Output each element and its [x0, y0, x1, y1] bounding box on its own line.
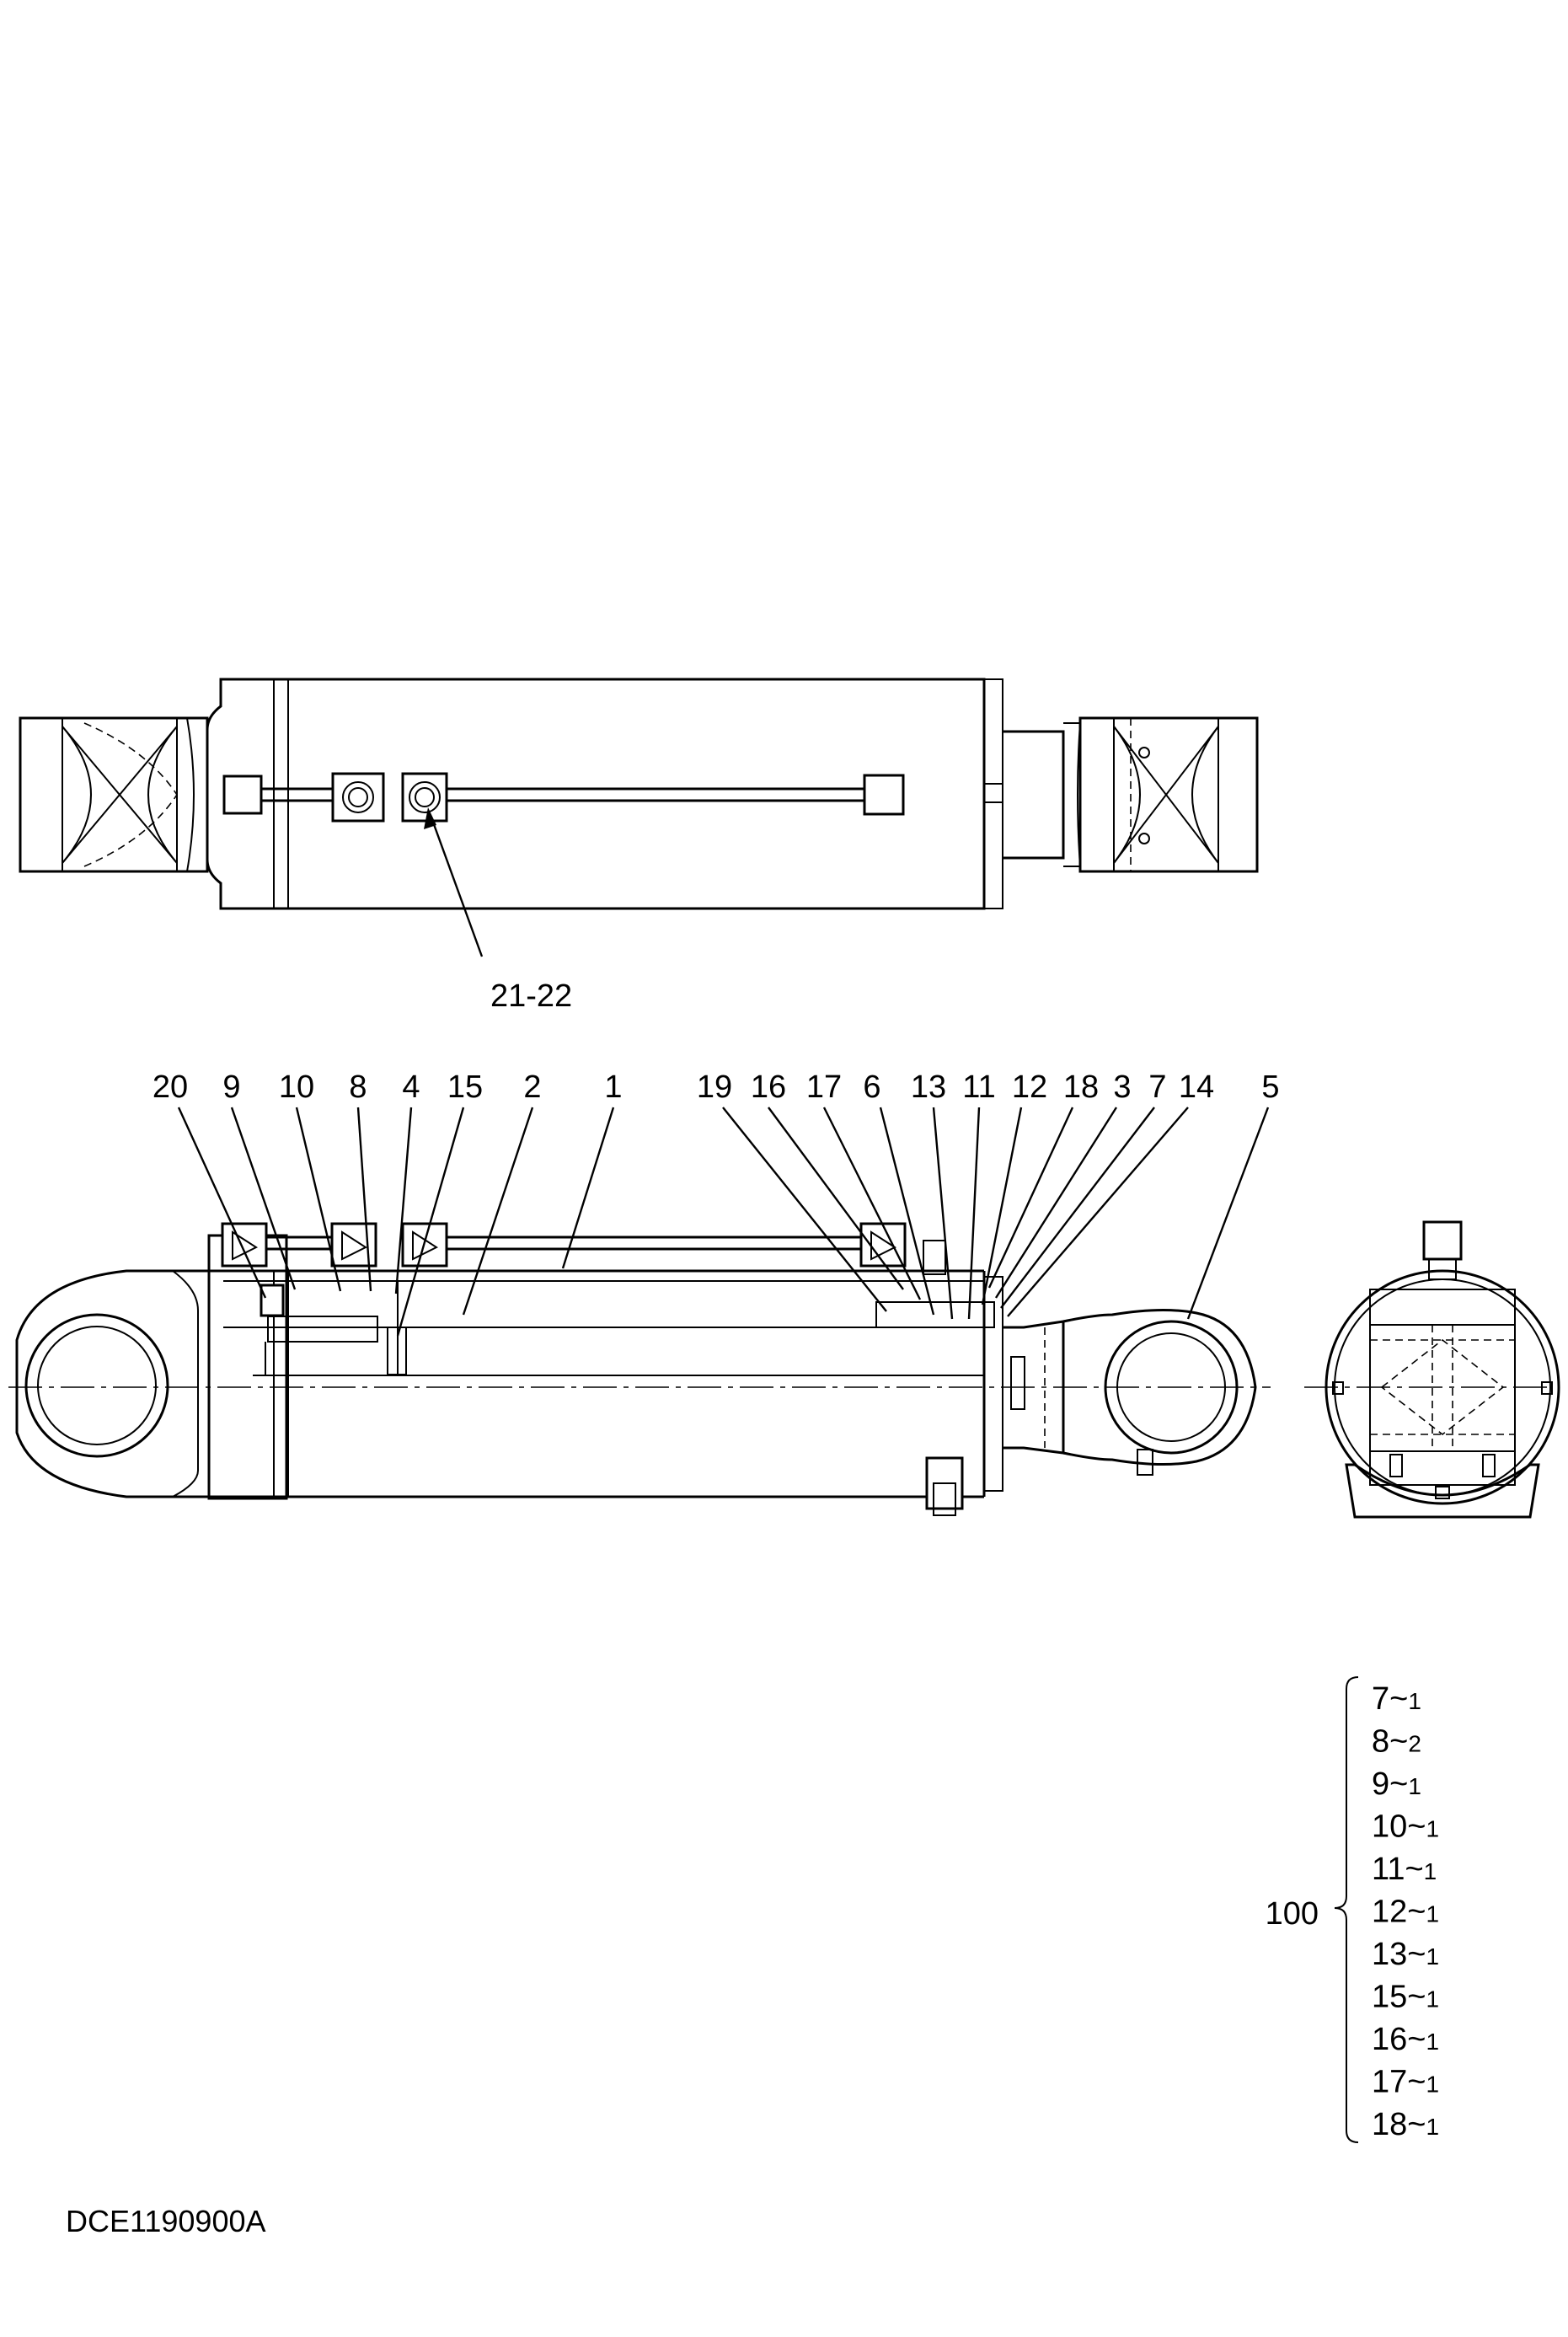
- kit-item-separator: ~: [1407, 2107, 1426, 2142]
- callout-leaders: [177, 1107, 1270, 1337]
- kit-item-quantity: 1: [1426, 1901, 1439, 1927]
- kit-items: 7~18~29~110~111~112~113~115~116~117~118~…: [1372, 1681, 1439, 2142]
- kit-item-part: 9: [1372, 1766, 1389, 1802]
- pipe-line: [222, 774, 905, 816]
- callout-17: 17: [806, 1069, 842, 1105]
- kit-item-separator: ~: [1407, 1980, 1426, 2015]
- kit-item-separator: ~: [1389, 1766, 1408, 1802]
- callout-19: 19: [697, 1069, 732, 1105]
- kit-item-quantity: 1: [1426, 1986, 1439, 2013]
- kit-item-part: 8: [1372, 1724, 1389, 1760]
- kit-item-11: 11~1: [1372, 1852, 1437, 1887]
- callout-labels: 20 9 10 8 4 15 2 1 19 16 17 6 13 11 12 1…: [153, 1069, 1280, 1105]
- kit-item-part: 11: [1372, 1852, 1405, 1887]
- callout-16: 16: [751, 1069, 786, 1105]
- kit-item-part: 15: [1372, 1980, 1407, 2015]
- kit-item-quantity: 1: [1426, 1943, 1439, 1970]
- head-clevis: [15, 1269, 211, 1498]
- kit-item-separator: ~: [1405, 1852, 1423, 1887]
- kit-item-separator: ~: [1389, 1681, 1408, 1717]
- kit-item-10: 10~1: [1372, 1809, 1439, 1845]
- callout-15: 15: [447, 1069, 483, 1105]
- kit-item-part: 12: [1372, 1895, 1407, 1930]
- kit-item-separator: ~: [1389, 1724, 1408, 1760]
- drawing-code: DCE1190900A: [66, 2204, 266, 2238]
- rod-side: [406, 1301, 1065, 1455]
- kit-item-quantity: 1: [1424, 1858, 1437, 1884]
- kit-item-separator: ~: [1407, 1809, 1426, 1845]
- rod-top: [1003, 722, 1082, 867]
- seal-kit-list: 100 7~18~29~110~111~112~113~115~116~117~…: [1266, 1676, 1439, 2143]
- callout-5: 5: [1261, 1069, 1279, 1105]
- kit-item-separator: ~: [1407, 1937, 1426, 1972]
- kit-item-18: 18~1: [1372, 2107, 1439, 2142]
- leader-21-22: [424, 807, 484, 957]
- kit-item-quantity: 1: [1426, 2029, 1439, 2055]
- callout-6: 6: [863, 1069, 880, 1105]
- callout-11: 11: [962, 1069, 995, 1105]
- kit-item-15: 15~1: [1372, 1980, 1439, 2015]
- kit-item-quantity: 1: [1426, 2114, 1439, 2140]
- kit-item-quantity: 1: [1426, 1816, 1439, 1842]
- kit-item-separator: ~: [1407, 2022, 1426, 2057]
- kit-item-separator: ~: [1407, 2065, 1426, 2100]
- kit-item-9: 9~1: [1372, 1766, 1421, 1802]
- barrel-top: [206, 678, 1003, 910]
- left-end-bearing: [19, 716, 209, 873]
- right-end-bearing: [1078, 716, 1259, 873]
- callout-10: 10: [279, 1069, 314, 1105]
- kit-item-part: 7: [1372, 1681, 1389, 1717]
- label-21-22: 21-22: [490, 978, 572, 1014]
- callout-8: 8: [349, 1069, 367, 1105]
- kit-number: 100: [1266, 1896, 1319, 1932]
- callout-20: 20: [153, 1069, 188, 1105]
- barrel-side: [207, 1234, 1003, 1500]
- kit-brace: [1334, 1676, 1359, 2143]
- callout-3: 3: [1113, 1069, 1131, 1105]
- kit-item-7: 7~1: [1372, 1681, 1421, 1717]
- cylinder-side-view: 20 9 10 8 4 15 2 1 19 16 17 6 13 11 12 1…: [8, 1069, 1280, 1516]
- kit-item-8: 8~2: [1372, 1724, 1421, 1760]
- kit-item-16: 16~1: [1372, 2022, 1439, 2057]
- fitting-blocks: [331, 772, 448, 823]
- callout-14: 14: [1179, 1069, 1214, 1105]
- kit-item-part: 16: [1372, 2022, 1407, 2057]
- callout-18: 18: [1063, 1069, 1099, 1105]
- kit-item-separator: ~: [1407, 1895, 1426, 1930]
- kit-item-quantity: 2: [1408, 1731, 1421, 1757]
- callout-9: 9: [222, 1069, 240, 1105]
- callout-2: 2: [523, 1069, 541, 1105]
- callout-1: 1: [604, 1069, 622, 1105]
- cylinder-top-view: 21-22: [19, 678, 1259, 1014]
- callout-4: 4: [402, 1069, 420, 1105]
- cylinder-end-view: [1304, 1220, 1560, 1519]
- kit-item-13: 13~1: [1372, 1937, 1439, 1972]
- kit-item-quantity: 1: [1408, 1773, 1421, 1799]
- callout-7: 7: [1148, 1069, 1166, 1105]
- kit-item-quantity: 1: [1408, 1688, 1421, 1714]
- rod-eye: [1062, 1308, 1257, 1476]
- callout-12: 12: [1012, 1069, 1047, 1105]
- kit-item-part: 18: [1372, 2107, 1407, 2142]
- kit-item-17: 17~1: [1372, 2065, 1439, 2100]
- kit-item-part: 10: [1372, 1809, 1407, 1845]
- kit-item-part: 13: [1372, 1937, 1407, 1972]
- callout-13: 13: [911, 1069, 946, 1105]
- kit-item-quantity: 1: [1426, 2072, 1439, 2098]
- kit-item-part: 17: [1372, 2065, 1407, 2100]
- kit-item-12: 12~1: [1372, 1895, 1439, 1930]
